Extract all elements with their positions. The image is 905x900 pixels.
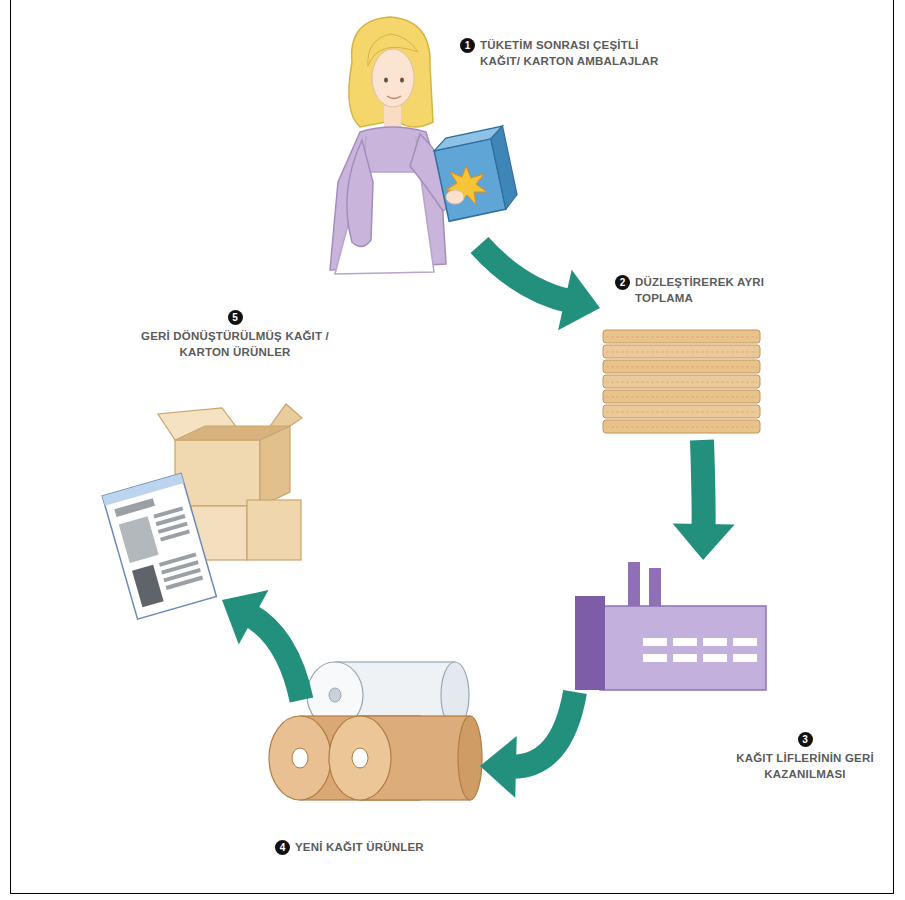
step-node: 1TÜKETİM SONRASI ÇEŞİTLİ KAĞIT/ KARTON A… <box>320 20 610 245</box>
label-group: 5GERİ DÖNÜŞTÜRÜLMÜŞ KAĞIT / KARTON ÜRÜNL… <box>115 310 355 361</box>
arrow-shaft <box>249 615 302 700</box>
arrow-head <box>480 736 517 798</box>
flow-arrow <box>222 590 302 700</box>
label-group: 2 DÜZLEŞTİREREK AYRI TOPLAMA <box>615 275 775 307</box>
flow-arrow <box>673 440 735 560</box>
flow-arrow <box>480 245 601 330</box>
arrow-head <box>558 270 600 330</box>
step-label: GERİ DÖNÜŞTÜRÜLMÜŞ KAĞIT / KARTON ÜRÜNLE… <box>115 329 355 361</box>
flow-arrow <box>480 692 575 798</box>
recycled-products <box>102 404 302 619</box>
callout-number: 3 <box>798 732 813 747</box>
callout-number: 2 <box>615 275 630 290</box>
step-label: KAĞIT LİFLERİNİN GERİ KAZANILMASI <box>735 751 875 783</box>
callout-number: 4 <box>275 840 290 855</box>
step-node: 2DÜZLEŞTİREREK AYRI TOPLAMA <box>600 275 770 440</box>
factory-illustration <box>575 562 766 690</box>
arrow-shaft <box>480 245 571 301</box>
step-label: TÜKETİM SONRASI ÇEŞİTLİ KAĞIT/ KARTON AM… <box>480 38 660 70</box>
callout-number: 5 <box>228 310 243 325</box>
arrow-shaft <box>511 692 575 767</box>
step-node: 4YENİ KAĞIT ÜRÜNLER <box>270 700 480 865</box>
step-node: 5GERİ DÖNÜŞTÜRÜLMÜŞ KAĞIT / KARTON ÜRÜNL… <box>105 310 365 600</box>
callout-number: 1 <box>460 38 475 53</box>
step-label: YENİ KAĞIT ÜRÜNLER <box>295 840 515 856</box>
label-group: 3KAĞIT LİFLERİNİN GERİ KAZANILMASI <box>735 732 875 783</box>
cardboard-stack <box>603 330 760 433</box>
arrow-head <box>673 524 735 560</box>
label-group: 4 YENİ KAĞIT ÜRÜNLER <box>275 840 515 856</box>
arrow-shaft <box>702 440 704 529</box>
label-group: 1 TÜKETİM SONRASI ÇEŞİTLİ KAĞIT/ KARTON A… <box>460 38 660 70</box>
arrow-head <box>222 590 268 644</box>
step-node: 3KAĞIT LİFLERİNİN GERİ KAZANILMASI <box>575 560 880 800</box>
step-label: DÜZLEŞTİREREK AYRI TOPLAMA <box>635 275 775 307</box>
